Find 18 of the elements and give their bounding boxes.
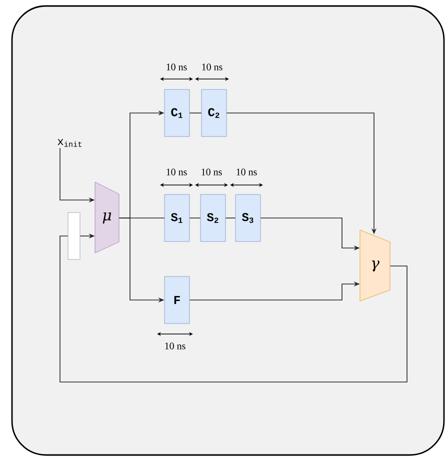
combiner-trapezoid: γ: [360, 230, 390, 302]
stage-box: C$_{1}$: [164, 89, 190, 137]
register-box: [68, 212, 80, 260]
stage-box: F: [164, 276, 190, 324]
multiplexer-trapezoid: μ: [94, 182, 120, 254]
stage-box: S$_{1}$: [164, 194, 190, 242]
stage-box: S$_{2}$: [200, 194, 226, 242]
dimension-label: 10 ns: [166, 64, 187, 70]
stage-box: C$_{2}$: [201, 89, 227, 137]
dimension-label: 10 ns: [165, 342, 186, 350]
stage-box: S$_{3}$: [235, 194, 261, 242]
connector: [189, 112, 202, 114]
dimension-label: 10 ns: [202, 168, 222, 176]
dimension-label: 10 ns: [166, 168, 187, 176]
connector: [60, 236, 408, 382]
dimension-label: 10 ns: [202, 64, 222, 70]
input-label: x$_{init}$: [58, 139, 82, 147]
dimension-label: 10 ns: [236, 168, 257, 176]
